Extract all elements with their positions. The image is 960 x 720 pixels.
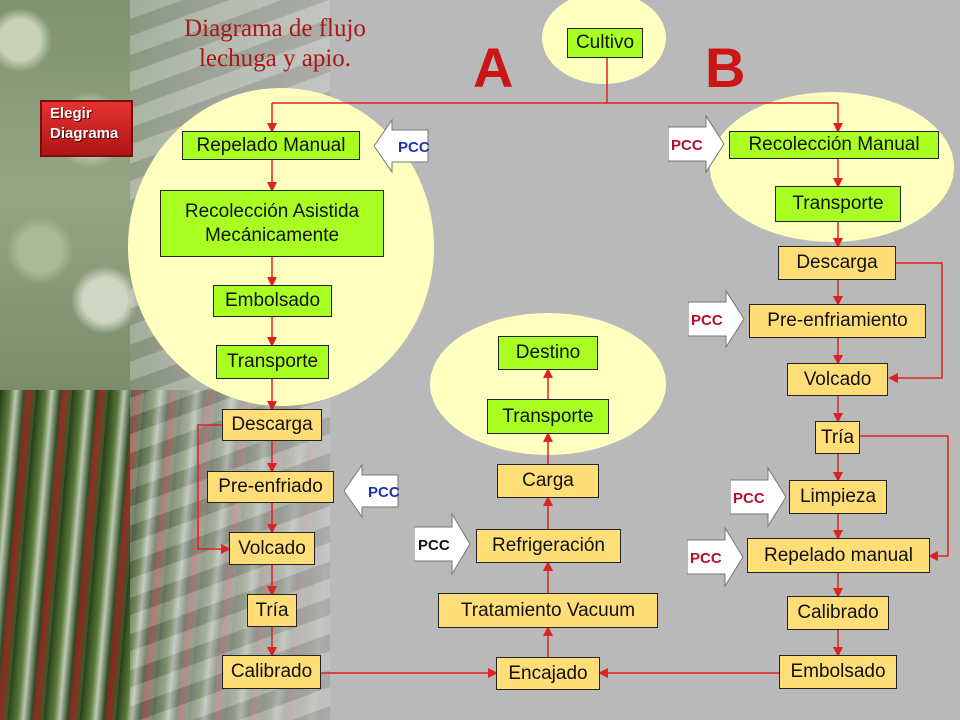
node-b-repelado-manual: Repelado manual <box>747 538 930 573</box>
label-b: B <box>705 36 746 99</box>
elegir-line-2: Diagrama <box>50 125 119 143</box>
node-a-repelado-manual: Repelado Manual <box>182 131 360 160</box>
pcc-label: PCC <box>418 537 450 554</box>
node-a-transporte: Transporte <box>216 345 329 379</box>
diagram-title: Diagrama de flujo lechuga y apio. <box>150 14 400 74</box>
pcc-arrow-repelado-b: PCC <box>687 526 744 588</box>
title-line-2: lechuga y apio. <box>198 45 352 72</box>
arrow-cultivo-split <box>272 58 838 104</box>
node-b-recoleccion-manual: Recolección Manual <box>729 131 939 159</box>
node-a-preenfriado: Pre-enfriado <box>207 471 334 503</box>
node-c-transporte: Transporte <box>487 399 609 434</box>
pcc-label: PCC <box>691 312 723 329</box>
node-a-calibrado: Calibrado <box>222 655 321 689</box>
arrow-b-bypass-tria <box>860 435 949 561</box>
pcc-arrow-limpieza: PCC <box>730 466 787 528</box>
node-b-calibrado: Calibrado <box>787 596 889 630</box>
node-a-descarga: Descarga <box>222 409 322 441</box>
node-carga: Carga <box>497 464 599 498</box>
node-tratamiento-vacuum: Tratamiento Vacuum <box>438 593 658 628</box>
pcc-arrow-preenfriado: PCC <box>344 463 400 519</box>
pcc-arrow-refrigeracion: PCC <box>414 512 471 576</box>
title-line-1: Diagrama de flujo <box>184 15 366 42</box>
node-cultivo: Cultivo <box>567 28 643 58</box>
pcc-label: PCC <box>398 139 430 156</box>
pcc-label: PCC <box>690 550 722 567</box>
node-b-descarga: Descarga <box>778 246 896 280</box>
node-refrigeracion: Refrigeración <box>476 529 621 563</box>
label-a: A <box>473 36 514 99</box>
node-b-volcado: Volcado <box>787 363 888 396</box>
pcc-label: PCC <box>671 137 703 154</box>
node-a-embolsado: Embolsado <box>213 285 332 317</box>
node-b-limpieza: Limpieza <box>789 480 887 514</box>
arrow-a-bypass <box>197 424 231 554</box>
pcc-label: PCC <box>733 490 765 507</box>
node-encajado: Encajado <box>496 657 600 690</box>
node-a-recoleccion-line2: Mecánicamente <box>204 224 340 246</box>
node-b-transporte: Transporte <box>775 186 901 222</box>
node-b-preenfriamiento: Pre-enfriamiento <box>749 304 926 338</box>
node-a-volcado: Volcado <box>229 532 315 565</box>
node-b-tria: Tría <box>815 421 860 454</box>
arrow-b-bypass-descarga <box>888 262 943 383</box>
node-destino: Destino <box>498 336 598 370</box>
node-b-embolsado: Embolsado <box>779 655 897 689</box>
node-a-recoleccion-asistida: Recolección Asistida Mecánicamente <box>160 190 384 257</box>
pcc-arrow-repelado: PCC <box>374 118 430 174</box>
elegir-line-1: Elegir <box>50 105 92 122</box>
node-a-recoleccion-line1: Recolección Asistida <box>184 200 360 222</box>
pcc-arrow-recoleccion: PCC <box>668 114 725 174</box>
node-a-tria: Tría <box>247 594 297 627</box>
pcc-arrow-preenfriamiento: PCC <box>688 289 745 349</box>
pcc-label: PCC <box>368 484 400 501</box>
elegir-diagrama-button[interactable]: Elegir Diagrama <box>40 100 133 157</box>
